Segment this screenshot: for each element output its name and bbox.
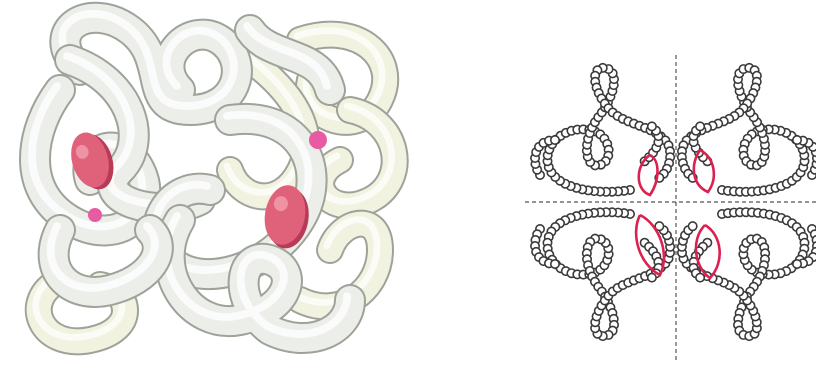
bead-chain-top-right bbox=[678, 64, 816, 196]
heme-edge-pink-right bbox=[309, 131, 327, 149]
bead bbox=[551, 260, 559, 268]
bead bbox=[696, 122, 704, 130]
bead-chain-bottom-right bbox=[678, 208, 816, 340]
ribbon-illustration bbox=[0, 0, 430, 368]
symmetry-axes bbox=[525, 55, 816, 360]
bead-chain-bottom-right-group bbox=[678, 208, 816, 340]
heme-outlines bbox=[636, 150, 720, 278]
bead bbox=[648, 273, 656, 281]
bead bbox=[793, 136, 801, 144]
bead-diagram-panel bbox=[500, 0, 816, 368]
bead-chain-bottom-left bbox=[531, 208, 674, 340]
bead bbox=[688, 222, 696, 230]
ribbon-illustration-panel bbox=[0, 0, 430, 368]
bead bbox=[551, 136, 559, 144]
bead-chain-top-right-group bbox=[678, 64, 816, 196]
bead-chain-bottom-left-group bbox=[531, 208, 674, 340]
bead-chain-top-left bbox=[531, 64, 674, 196]
heme-edge-pink-left bbox=[88, 208, 102, 222]
bead bbox=[793, 260, 801, 268]
bead bbox=[696, 273, 704, 281]
bead-chain-diagram bbox=[500, 0, 816, 368]
bead-chain-top-left-group bbox=[531, 64, 674, 196]
bead bbox=[648, 122, 656, 130]
